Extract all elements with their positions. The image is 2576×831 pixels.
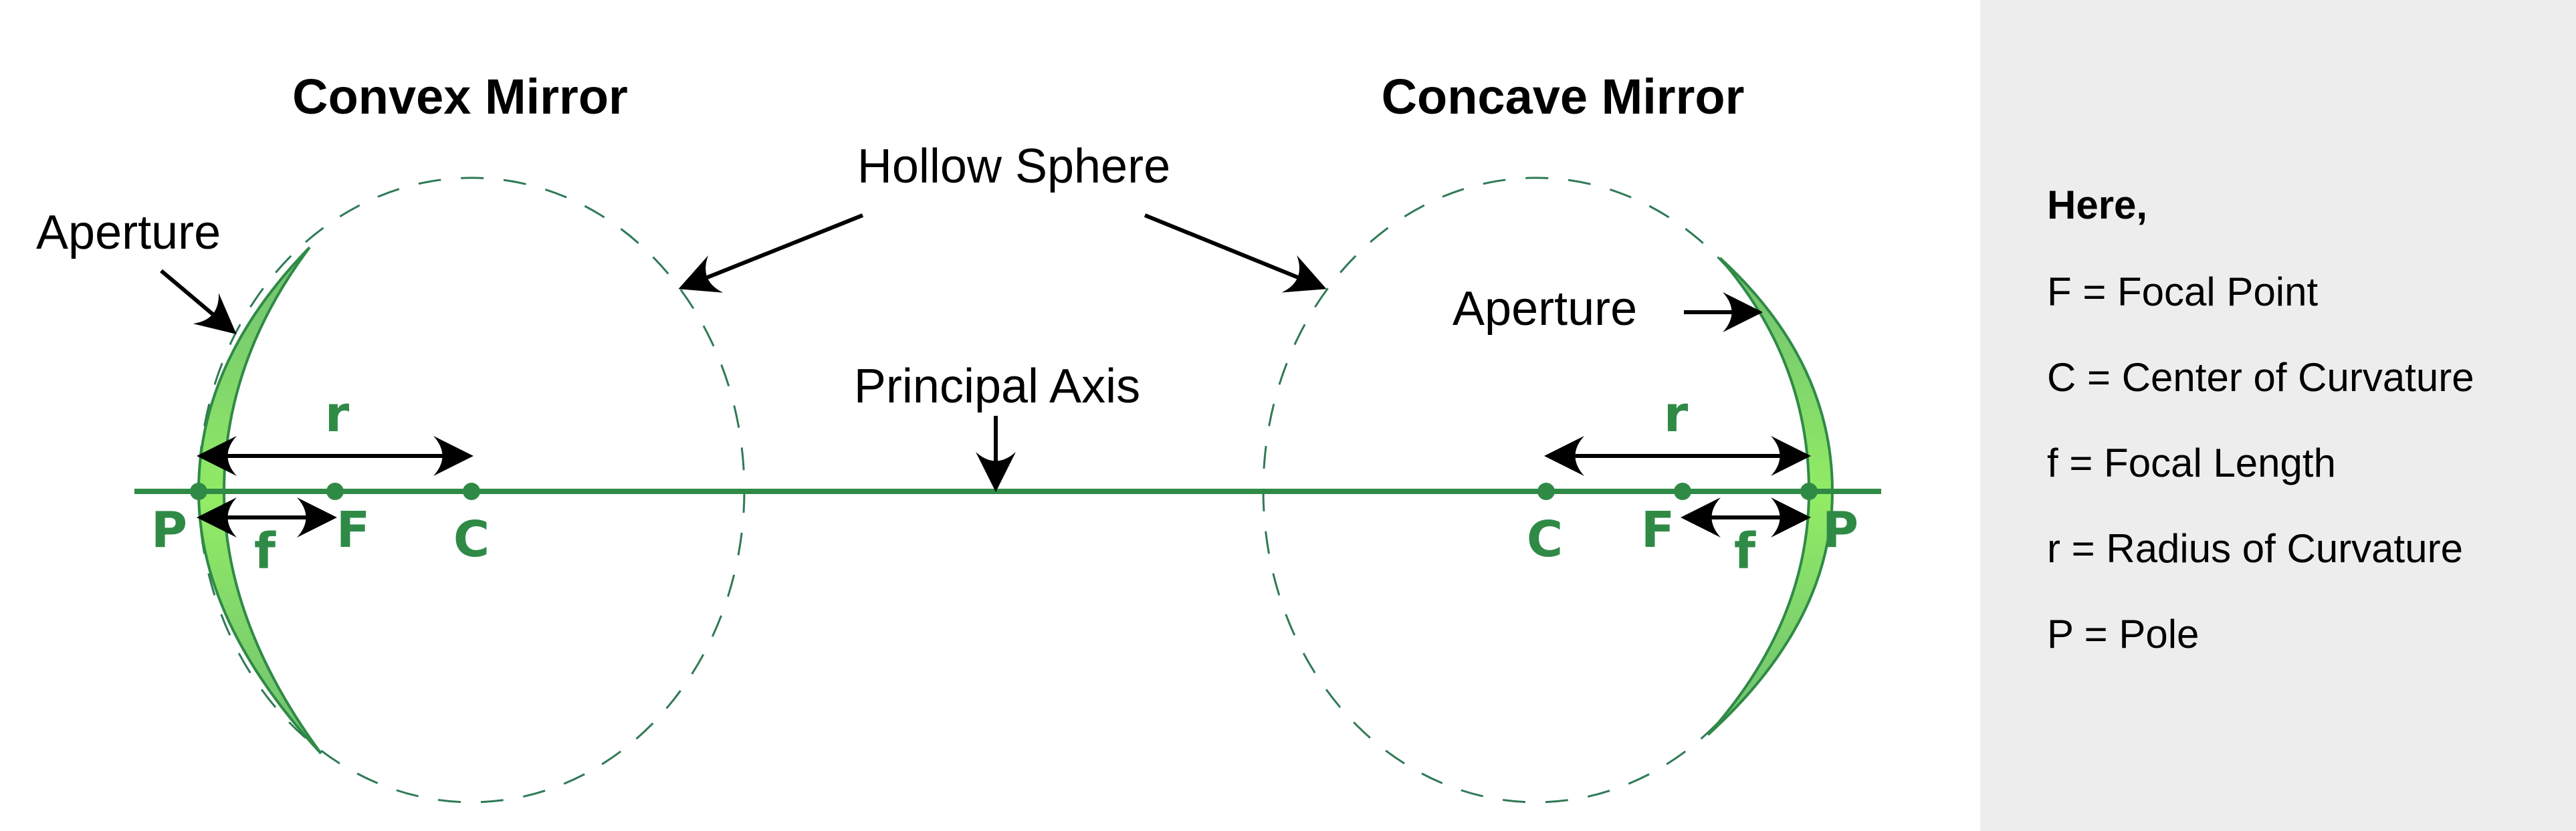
concave-mirror-title: Concave Mirror xyxy=(1382,69,1745,124)
concave-f-label: f xyxy=(1734,523,1756,580)
concave-focus-point xyxy=(1674,483,1691,500)
concave-center-label: C xyxy=(1527,511,1563,568)
legend-item: C = Center of Curvature xyxy=(2047,355,2474,400)
convex-p-label: P xyxy=(151,501,187,559)
convex-focus-label: F xyxy=(336,501,370,559)
convex-r-label: r xyxy=(325,386,350,443)
legend-heading: Here, xyxy=(2047,183,2147,227)
hollow-sphere-arrow-right xyxy=(1144,213,1327,293)
convex-center-point xyxy=(463,483,480,500)
principal-axis-label: Principal Axis xyxy=(854,360,1140,413)
concave-pole-point xyxy=(1800,483,1818,500)
convex-aperture-arrow xyxy=(160,269,237,334)
convex-focus-point xyxy=(326,483,344,500)
convex-mirror xyxy=(197,246,322,755)
legend-item: f = Focal Length xyxy=(2047,441,2336,485)
legend-item: r = Radius of Curvature xyxy=(2047,526,2463,571)
legend-item: F = Focal Point xyxy=(2047,269,2319,314)
concave-mirror xyxy=(1707,257,1834,736)
concave-center-point xyxy=(1537,483,1555,500)
convex-center-label: C xyxy=(453,511,490,568)
legend-item: P = Pole xyxy=(2047,612,2199,657)
hollow-sphere-label: Hollow Sphere xyxy=(857,140,1170,193)
legend-panel xyxy=(1980,0,2576,831)
concave-aperture-label: Aperture xyxy=(1453,282,1637,336)
concave-r-label: r xyxy=(1664,386,1689,443)
convex-aperture-label: Aperture xyxy=(36,206,221,259)
convex-f-label: f xyxy=(254,523,276,580)
convex-pole-point xyxy=(190,483,207,500)
hollow-sphere-arrow-left xyxy=(678,213,864,293)
concave-focus-label: F xyxy=(1641,501,1675,559)
concave-p-label: P xyxy=(1822,501,1858,559)
convex-mirror-title: Convex Mirror xyxy=(292,69,628,124)
